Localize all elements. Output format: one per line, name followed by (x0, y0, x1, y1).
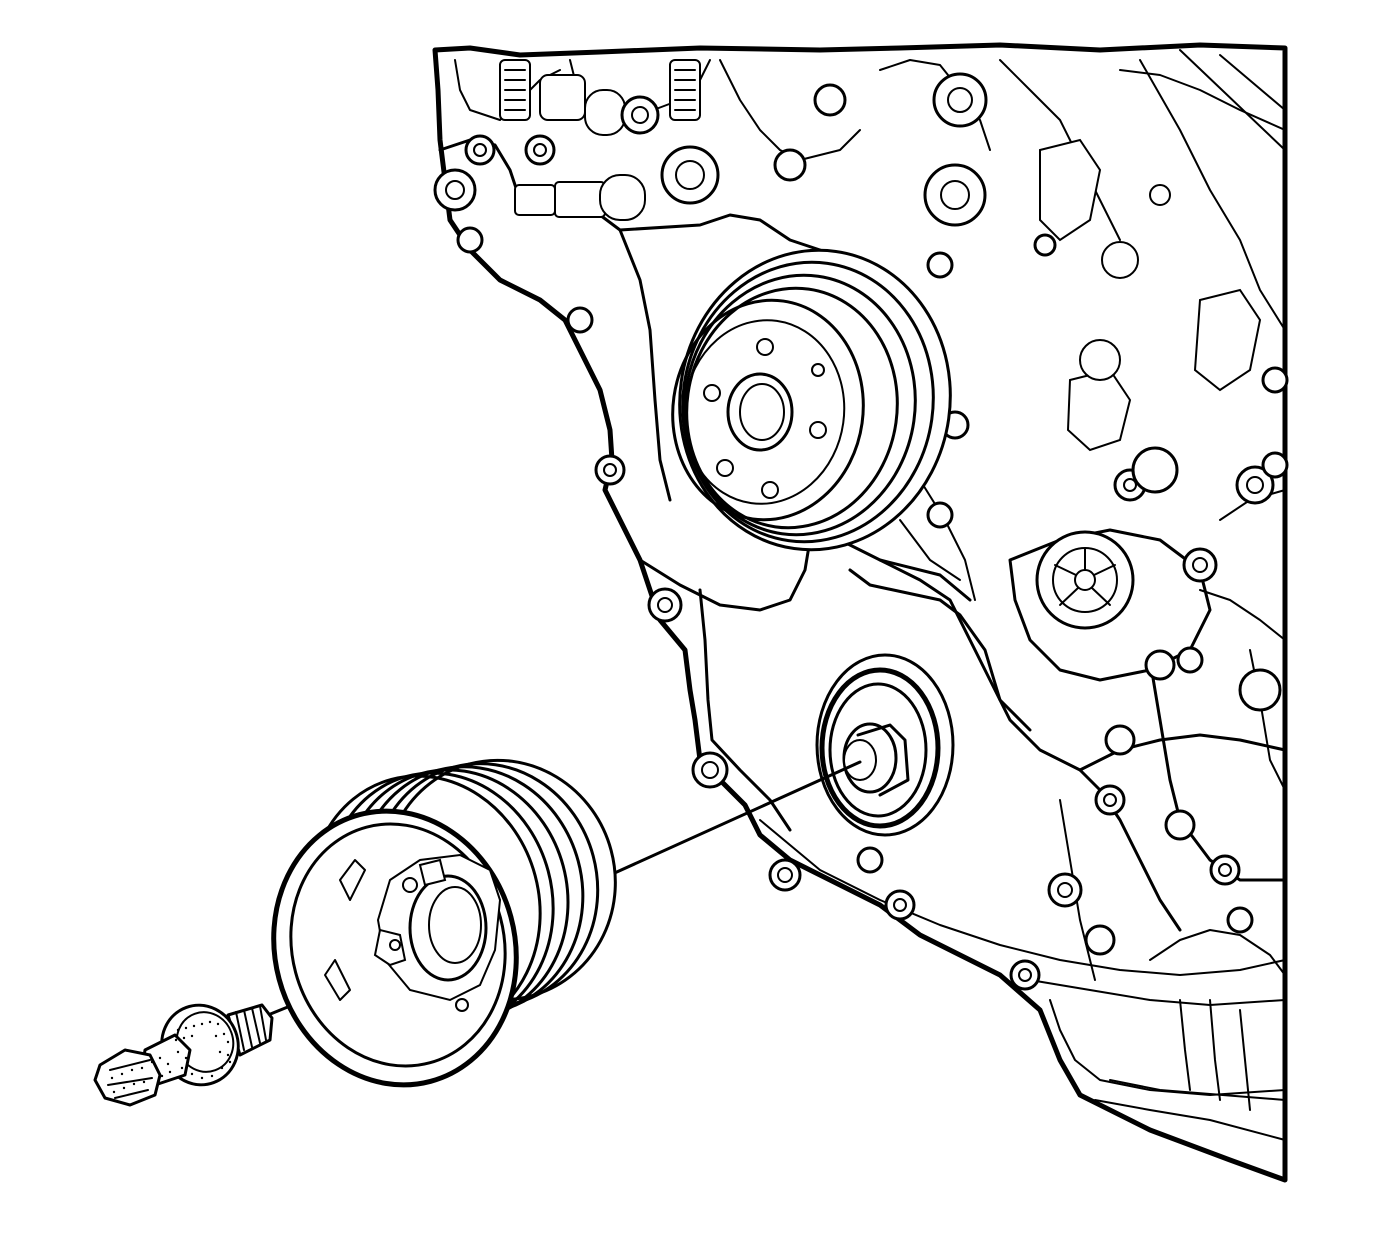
crankshaft-balancer (271, 758, 617, 1088)
engine-front-cover (432, 42, 1289, 1183)
crankshaft-nose (815, 653, 955, 837)
water-pump-pulley (671, 248, 952, 552)
balancer-bolt (93, 1003, 274, 1107)
mounting-bosses (433, 72, 1289, 991)
oil-pump-rotor (1035, 530, 1135, 630)
